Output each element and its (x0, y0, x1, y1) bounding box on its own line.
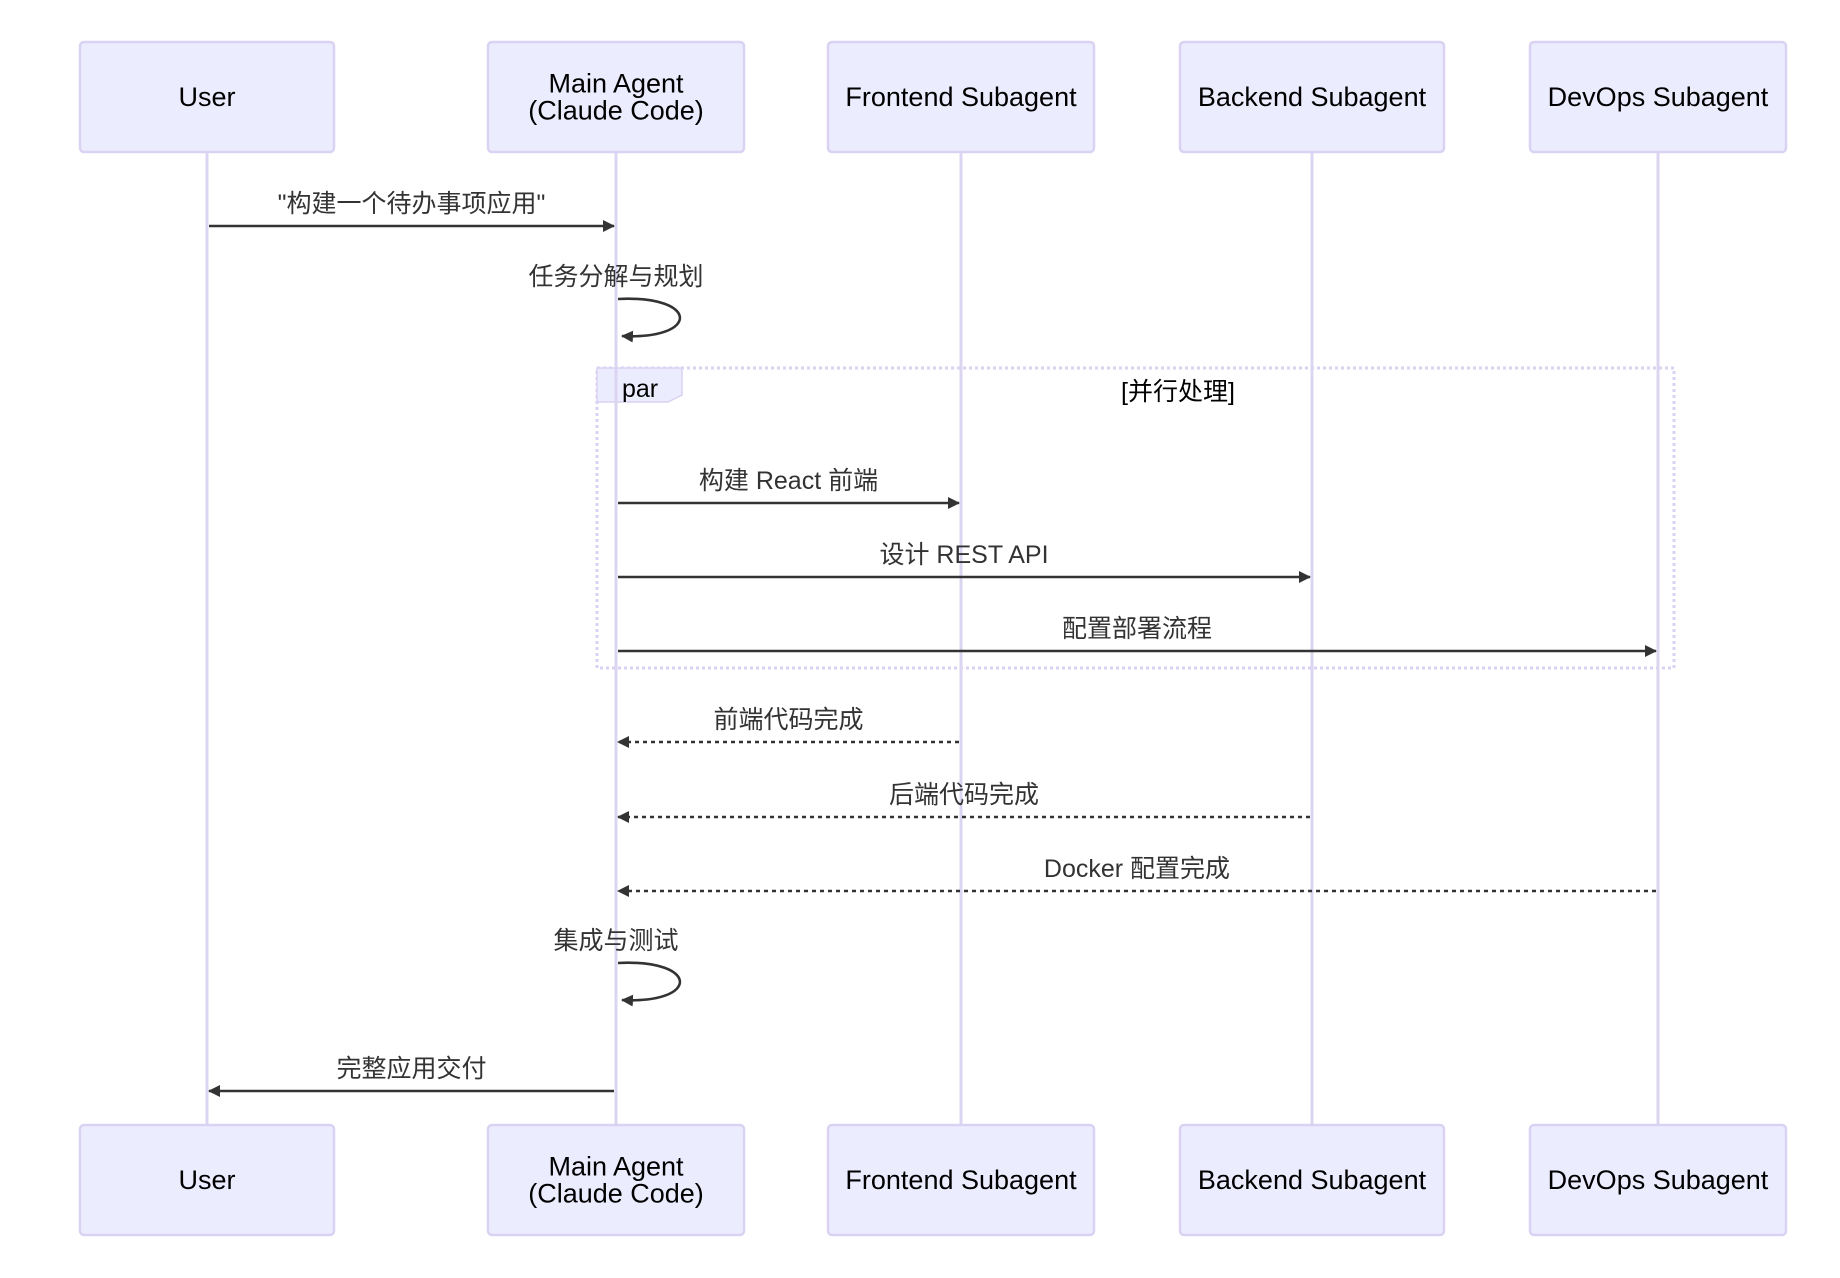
participant-box (486, 1123, 746, 1237)
participant-label: Frontend Subagent (845, 1165, 1077, 1195)
par-label: par (622, 375, 658, 403)
participant-frontend-top[interactable]: Frontend Subagent (826, 40, 1096, 154)
participant-devops-top[interactable]: DevOps Subagent (1528, 40, 1788, 154)
message[interactable]: 集成与测试 (553, 927, 682, 1007)
participant-box (826, 40, 1096, 154)
participant-label: (Claude Code) (528, 96, 704, 126)
self-message-arrow (617, 961, 682, 1007)
participant-box (1528, 1123, 1788, 1237)
participant-user-top[interactable]: User (78, 40, 336, 154)
message-label: 构建 React 前端 (699, 467, 878, 495)
participant-label: Backend Subagent (1198, 82, 1427, 112)
participant-label: Main Agent (548, 69, 684, 99)
message[interactable]: 后端代码完成 (617, 781, 1310, 823)
block-frames: par [并行处理] (595, 366, 1676, 670)
participant-user-bottom[interactable]: User (78, 1123, 336, 1237)
par-block: par [并行处理] (595, 366, 1676, 670)
participant-devops-bottom[interactable]: DevOps Subagent (1528, 1123, 1788, 1237)
message-label: 设计 REST API (879, 541, 1048, 569)
lifelines (205, 152, 1660, 1125)
participant-backend-top[interactable]: Backend Subagent (1178, 40, 1446, 154)
participant-label: DevOps Subagent (1548, 1165, 1769, 1195)
self-message-arrow (617, 297, 682, 343)
participant-label: User (178, 82, 235, 112)
participant-label: Main Agent (548, 1152, 684, 1182)
participant-label: (Claude Code) (528, 1179, 704, 1209)
participant-box (78, 40, 336, 154)
participant-box (486, 40, 746, 154)
message[interactable]: 完整应用交付 (208, 1055, 614, 1097)
participant-box (1178, 1123, 1446, 1237)
participant-box (826, 1123, 1096, 1237)
message[interactable]: "构建一个待办事项应用" (209, 190, 615, 232)
message-label: 任务分解与规划 (528, 263, 703, 291)
message-label: Docker 配置完成 (1044, 855, 1230, 883)
par-condition: [并行处理] (1121, 378, 1235, 406)
par-frame (595, 366, 1676, 670)
participant-main-bottom[interactable]: Main Agent(Claude Code) (486, 1123, 746, 1237)
participant-frontend-bottom[interactable]: Frontend Subagent (826, 1123, 1096, 1237)
message[interactable]: 设计 REST API (618, 541, 1311, 583)
message-label: 后端代码完成 (889, 781, 1039, 809)
message[interactable]: Docker 配置完成 (617, 855, 1656, 897)
participant-backend-bottom[interactable]: Backend Subagent (1178, 1123, 1446, 1237)
participant-label: Backend Subagent (1198, 1165, 1427, 1195)
message-label: "构建一个待办事项应用" (278, 190, 546, 218)
par-label-box (596, 367, 683, 403)
participant-box (1528, 40, 1788, 154)
participant-box (1178, 40, 1446, 154)
message-label: 配置部署流程 (1062, 615, 1212, 643)
participant-label: User (178, 1165, 235, 1195)
message-label: 集成与测试 (553, 927, 678, 955)
message[interactable]: 构建 React 前端 (618, 467, 960, 509)
message[interactable]: 前端代码完成 (617, 706, 959, 748)
message[interactable]: 任务分解与规划 (528, 263, 704, 343)
participant-box (78, 1123, 336, 1237)
message-label: 前端代码完成 (713, 706, 863, 734)
participant-label: DevOps Subagent (1548, 82, 1769, 112)
message-label: 完整应用交付 (336, 1055, 486, 1083)
message[interactable]: 配置部署流程 (618, 615, 1657, 657)
participant-main-top[interactable]: Main Agent(Claude Code) (486, 40, 746, 154)
participant-label: Frontend Subagent (845, 82, 1077, 112)
